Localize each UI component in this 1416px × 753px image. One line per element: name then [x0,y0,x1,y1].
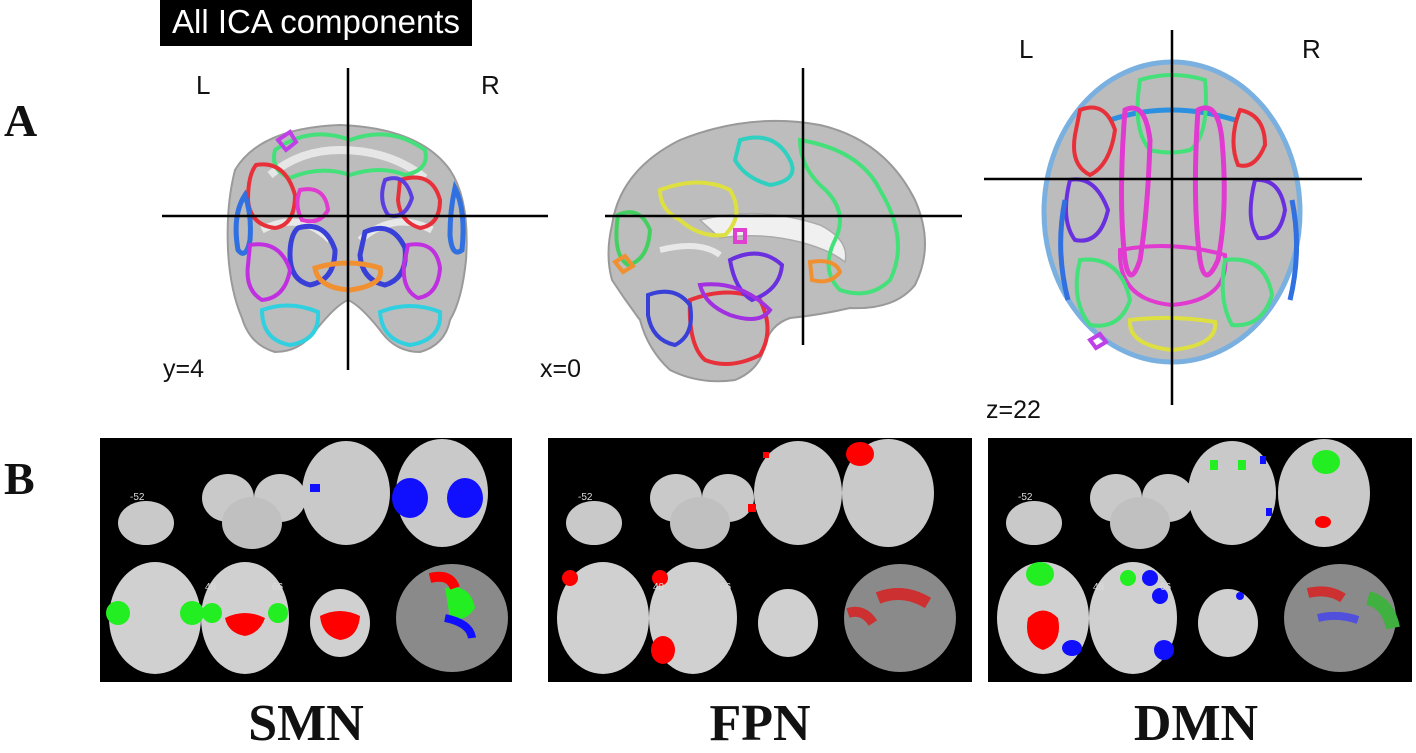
smn-slices [106,439,508,674]
fpn-slice-label-2: 48 [653,582,665,593]
fpn-slice-label-1: -52 [578,492,593,503]
panel-b-label: B [4,453,35,504]
dmn-panel: -52 48 66 [988,438,1412,682]
network-label-fpn: FPN [709,695,811,752]
smn-slice-label-2: 48 [205,582,217,593]
network-label-dmn: DMN [1133,695,1259,752]
sagittal-coord: x=0 [540,355,582,383]
coronal-right-label: R [481,70,500,100]
dmn-slice-label-3: 66 [1160,582,1172,593]
figure-title: All ICA components [160,0,472,46]
axial-left-label: L [1019,34,1034,64]
panel-a-label: A [4,95,38,146]
coronal-left-label: L [196,70,211,100]
dmn-slice-label-2: 48 [1093,582,1105,593]
axial-coord: z=22 [986,396,1041,424]
coronal-coord: y=4 [163,355,205,383]
fpn-slice-label-3: 66 [720,582,732,593]
dmn-slice-label-1: -52 [1018,492,1033,503]
smn-slice-label-1: -52 [130,492,145,503]
fpn-slices [557,439,956,674]
smn-panel: -52 48 66 [100,438,512,682]
network-label-smn: SMN [248,695,364,752]
axial-right-label: R [1302,34,1321,64]
smn-slice-label-3: 66 [272,582,284,593]
fpn-panel: -52 48 66 [548,438,972,682]
dmn-slices [997,439,1400,674]
